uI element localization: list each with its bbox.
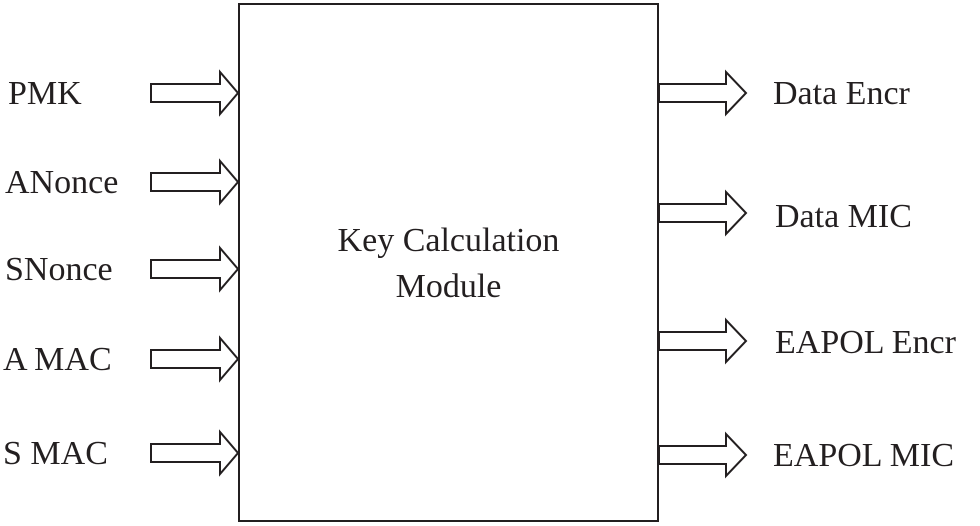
- input-arrow-anonce: [150, 158, 240, 206]
- module-title: Key Calculation Module: [238, 218, 659, 310]
- input-label-anonce: ANonce: [5, 164, 119, 201]
- input-label-pmk: PMK: [8, 75, 82, 112]
- output-label-data-encr: Data Encr: [773, 75, 910, 112]
- input-arrow-s-mac: [150, 429, 240, 477]
- output-label-eapol-encr: EAPOL Encr: [775, 324, 956, 361]
- input-label-s-mac: S MAC: [3, 435, 108, 472]
- input-label-a-mac: A MAC: [3, 341, 112, 378]
- output-arrow-data-mic: [658, 189, 748, 237]
- input-arrow-pmk: [150, 69, 240, 117]
- output-arrow-eapol-mic: [658, 431, 748, 479]
- output-label-data-mic: Data MIC: [775, 198, 912, 235]
- output-arrow-data-encr: [658, 69, 748, 117]
- key-calculation-module-block: [238, 3, 659, 522]
- output-label-eapol-mic: EAPOL MIC: [773, 437, 955, 474]
- module-title-line-1: Key Calculation: [337, 222, 560, 259]
- module-title-line-2: Module: [395, 268, 502, 305]
- input-arrow-snonce: [150, 245, 240, 293]
- input-arrow-a-mac: [150, 335, 240, 383]
- input-label-snonce: SNonce: [5, 251, 113, 288]
- output-arrow-eapol-encr: [658, 317, 748, 365]
